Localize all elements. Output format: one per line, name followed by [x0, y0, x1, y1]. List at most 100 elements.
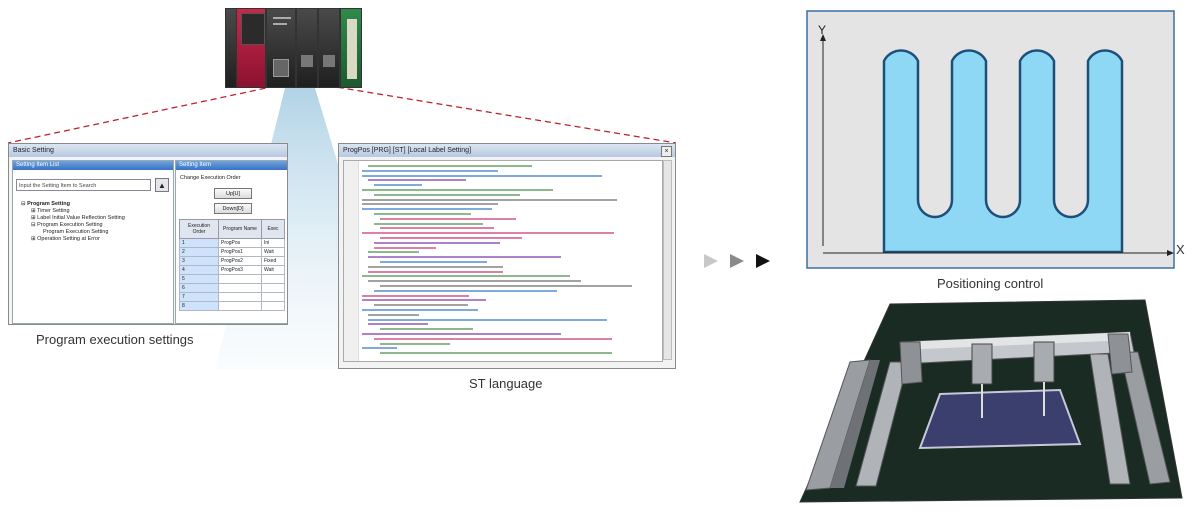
- caption-st-language: ST language: [469, 376, 543, 391]
- table-cell: 3: [179, 256, 219, 266]
- table-cell: Wait: [261, 265, 285, 275]
- editor-title: ProgPos [PRG] [ST] [Local Label Setting]: [339, 144, 675, 157]
- code-line: [380, 217, 516, 220]
- table-cell: ProgPos2: [218, 256, 262, 266]
- code-line: [368, 165, 532, 167]
- code-line: [374, 213, 471, 215]
- tree-item[interactable]: ⊟ Program Setting: [21, 201, 70, 207]
- table-cell: [261, 283, 285, 293]
- tree-item[interactable]: ⊟ Program Execution Setting: [31, 222, 103, 228]
- down-button[interactable]: Down[D]: [214, 203, 252, 214]
- tree-item[interactable]: ⊞ Label Initial Value Reflection Setting: [31, 215, 125, 221]
- tree-item[interactable]: ⊞ Operation Setting at Error: [31, 236, 100, 242]
- table-row[interactable]: 5: [179, 274, 285, 284]
- work-plate: [918, 388, 1082, 450]
- code-line: [380, 227, 494, 230]
- dashed-line-right: [317, 83, 677, 144]
- positioning-path: [882, 49, 1124, 254]
- table-cell: ProgPos3: [218, 265, 262, 275]
- table-row[interactable]: 8: [179, 301, 285, 311]
- table-cell: [218, 283, 262, 293]
- code-line: [374, 184, 422, 187]
- code-line: [362, 198, 617, 201]
- y-axis-label: Y: [818, 23, 826, 37]
- plc-cpu-dark-module: [266, 8, 296, 88]
- tool-head-2: [1033, 341, 1055, 383]
- table-row[interactable]: 7: [179, 292, 285, 302]
- gantry-left-support: [899, 341, 923, 385]
- x-axis-arrow-icon: [1167, 250, 1174, 256]
- setting-item-pane: Setting Item Change Execution Order Up[U…: [175, 160, 287, 324]
- flow-arrows: [704, 254, 770, 268]
- xy-stage-machine-image: [799, 299, 1183, 503]
- plc-hardware-image: [225, 8, 365, 88]
- code-line: [380, 261, 487, 263]
- code-line: [362, 333, 561, 335]
- code-line: [380, 352, 612, 355]
- code-line: [362, 174, 602, 177]
- change-order-label: Change Execution Order: [180, 175, 241, 181]
- table-cell: 4: [179, 265, 219, 275]
- code-line: [362, 169, 498, 172]
- arrow-light-icon: [704, 254, 718, 268]
- code-line: [368, 270, 503, 273]
- close-button[interactable]: ×: [661, 146, 672, 157]
- code-line: [368, 265, 503, 268]
- gantry-right-support: [1107, 333, 1133, 375]
- plc-green-module: [340, 8, 362, 88]
- plc-comm-module: [318, 8, 340, 88]
- code-line: [362, 208, 492, 211]
- code-line: [380, 285, 632, 287]
- y-axis-arrow-icon: [820, 34, 826, 41]
- tree-item[interactable]: ⊞ Timer Setting: [31, 208, 70, 214]
- code-line: [362, 347, 397, 350]
- tree-item[interactable]: Program Execution Setting: [43, 229, 109, 235]
- code-line: [362, 232, 614, 235]
- code-line: [362, 189, 553, 191]
- table-cell: [218, 301, 262, 311]
- code-line: [374, 241, 500, 244]
- code-line: [362, 203, 498, 206]
- basic-setting-window: Basic Setting Setting Item List Input th…: [8, 143, 288, 325]
- table-cell: 2: [179, 247, 219, 257]
- search-input[interactable]: Input the Setting Item to Search: [16, 179, 151, 191]
- code-line: [374, 304, 468, 307]
- table-cell: [261, 301, 285, 311]
- search-button[interactable]: ▲: [155, 178, 169, 192]
- code-line: [368, 318, 607, 321]
- table-cell: 7: [179, 292, 219, 302]
- table-cell: Ini: [261, 238, 285, 248]
- arrow-mid-icon: [730, 254, 744, 268]
- code-line: [368, 256, 561, 259]
- up-button[interactable]: Up[U]: [214, 188, 252, 199]
- code-line: [374, 193, 520, 196]
- table-cell: 1: [179, 238, 219, 248]
- setting-item-header: Setting Item: [176, 161, 287, 170]
- table-cell: 8: [179, 301, 219, 311]
- arrow-dark-icon: [756, 254, 770, 268]
- table-row[interactable]: 6: [179, 283, 285, 293]
- table-cell: Fixed: [261, 256, 285, 266]
- st-code-editor[interactable]: [343, 160, 663, 362]
- setting-item-list-header: Setting Item List: [13, 161, 173, 170]
- st-editor-window: ProgPos [PRG] [ST] [Local Label Setting]…: [338, 143, 676, 369]
- setting-tree: ⊟ Program Setting ⊞ Timer Setting ⊞ Labe…: [21, 201, 125, 243]
- editor-scrollbar[interactable]: [663, 160, 672, 360]
- plc-io-module: [296, 8, 318, 88]
- code-line: [368, 251, 419, 254]
- plc-cpu-module: [236, 8, 266, 88]
- x-axis-label-outside: X: [1176, 242, 1185, 257]
- code-line: [380, 342, 450, 345]
- table-cell: [261, 274, 285, 284]
- table-cell: [218, 292, 262, 302]
- search-icon: ▲: [158, 181, 166, 190]
- table-header: Program Name: [218, 219, 262, 239]
- code-line: [380, 237, 522, 239]
- code-line: [368, 313, 419, 316]
- table-cell: ProgPos1: [218, 247, 262, 257]
